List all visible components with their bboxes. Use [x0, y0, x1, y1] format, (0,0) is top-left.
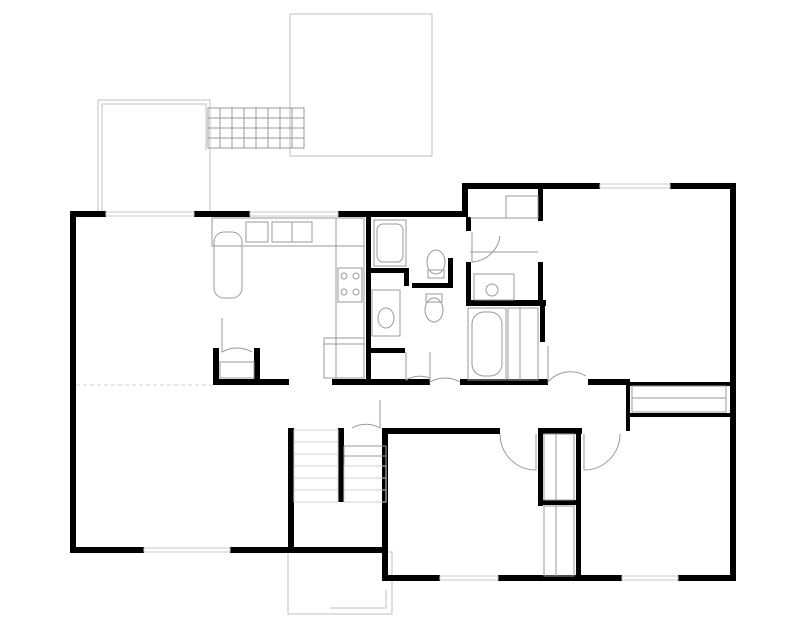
shower	[373, 219, 407, 267]
bath-2-fixtures	[467, 195, 539, 381]
kitchen-counter-right	[335, 217, 365, 379]
kitchen-fixtures	[211, 217, 365, 379]
rear-deck-outline	[289, 13, 433, 157]
door-swings	[221, 232, 621, 471]
windows	[105, 183, 679, 581]
vanity	[371, 289, 401, 337]
linen-closet-shelf	[505, 195, 539, 219]
toilet	[426, 249, 446, 275]
range	[337, 267, 363, 303]
closet-rods	[219, 307, 727, 577]
bath-1-fixtures	[371, 219, 446, 337]
kitchen-island	[213, 231, 243, 299]
bathtub	[467, 307, 507, 381]
staircase	[293, 429, 387, 503]
patio-railing	[97, 99, 211, 212]
front-stoop	[287, 551, 393, 615]
bath-2-vanity	[473, 273, 515, 301]
rear-steps	[207, 107, 305, 149]
patio-railing-inner	[101, 103, 207, 212]
exterior-elements	[97, 13, 433, 615]
refrigerator	[323, 337, 365, 379]
